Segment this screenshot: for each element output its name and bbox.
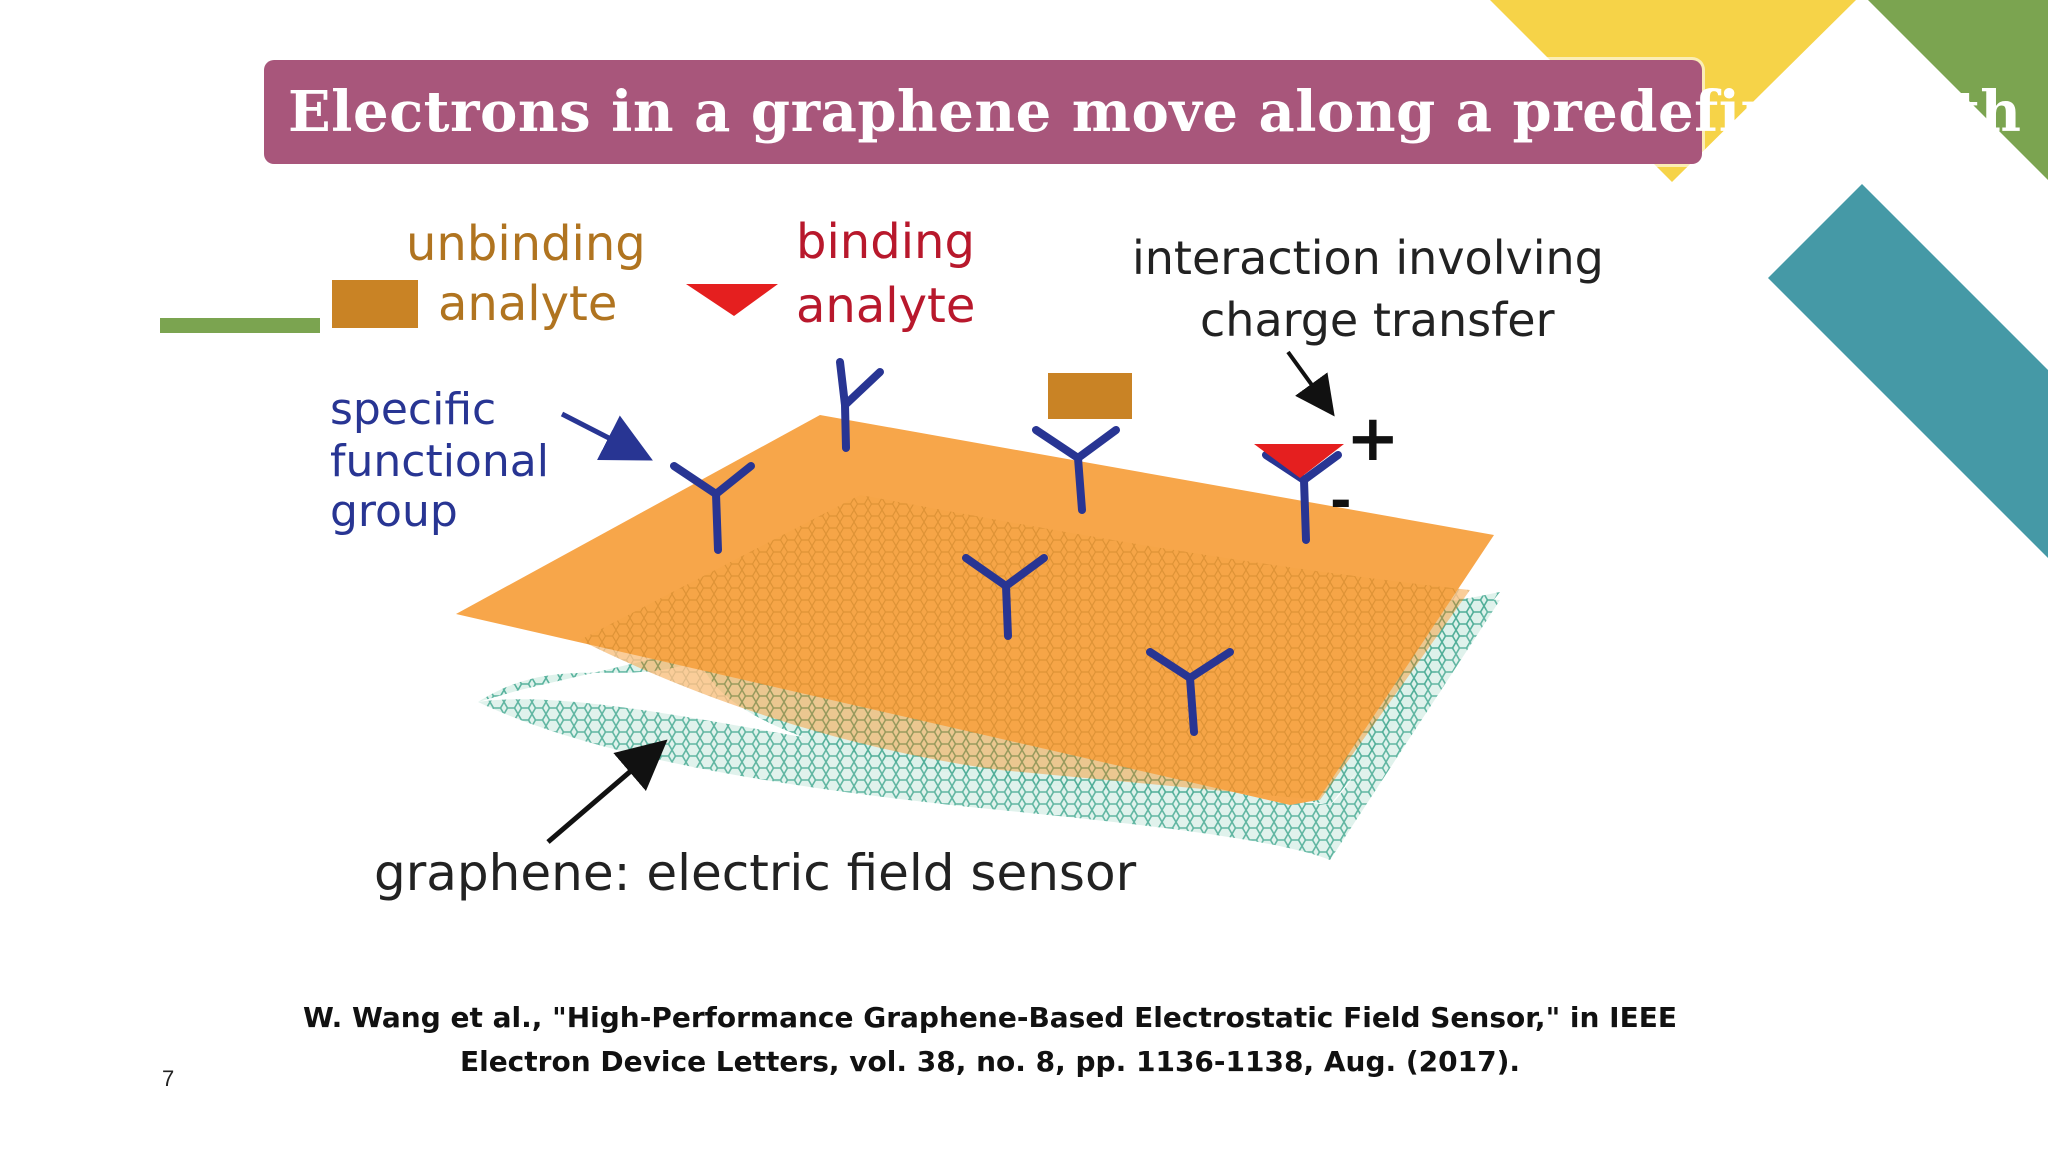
- citation-line2: Electron Device Letters, vol. 38, no. 8,…: [459, 1045, 1521, 1078]
- binding-analyte-icon: [1254, 444, 1344, 478]
- title-banner: Electrons in a graphene move along a pre…: [264, 60, 2021, 164]
- slide-title: Electrons in a graphene move along a pre…: [288, 79, 2022, 145]
- arrow-icon: [546, 739, 668, 844]
- decor-green-triangle: [1868, 0, 2048, 180]
- receptor-icon: [836, 358, 884, 452]
- legend-binding-line1: binding: [796, 214, 975, 270]
- arrow-icon: [560, 411, 653, 461]
- legend-unbinding-line2: analyte: [438, 276, 617, 332]
- receptor-icon: [1146, 648, 1234, 736]
- charge-plus: +: [1346, 402, 1400, 476]
- binding-analyte-icon: [686, 284, 778, 316]
- receptor-icon: [670, 462, 755, 554]
- citation: W. Wang et al., "High-Performance Graphe…: [290, 996, 1690, 1084]
- charge-minus: -: [1330, 471, 1352, 531]
- unbinding-analyte-icon: [1048, 373, 1132, 419]
- decor-green-bar: [160, 318, 320, 333]
- graphene-label: graphene: electric field sensor: [374, 844, 1137, 902]
- receptor-icon: [1032, 426, 1120, 514]
- charge-label-line2: charge transfer: [1200, 293, 1555, 347]
- unbinding-analyte-icon: [332, 280, 418, 328]
- receptor-icon: [1262, 451, 1342, 544]
- legend-unbinding-line1: unbinding: [406, 216, 646, 272]
- decor-teal-band: [1768, 184, 2048, 558]
- graphene-overlay: [580, 495, 1470, 800]
- page-number: 7: [162, 1066, 175, 1091]
- functional-line3: group: [330, 486, 458, 537]
- legend-binding-line2: analyte: [796, 278, 975, 334]
- functional-line1: specific: [330, 384, 496, 435]
- graphene-sheet-lower: [478, 598, 1500, 860]
- charge-label-line1: interaction involving: [1132, 231, 1604, 285]
- receptor-icon: [962, 554, 1048, 640]
- citation-line1: W. Wang et al., "High-Performance Graphe…: [303, 1001, 1677, 1034]
- functional-line2: functional: [330, 436, 549, 487]
- arrow-icon: [1286, 350, 1335, 417]
